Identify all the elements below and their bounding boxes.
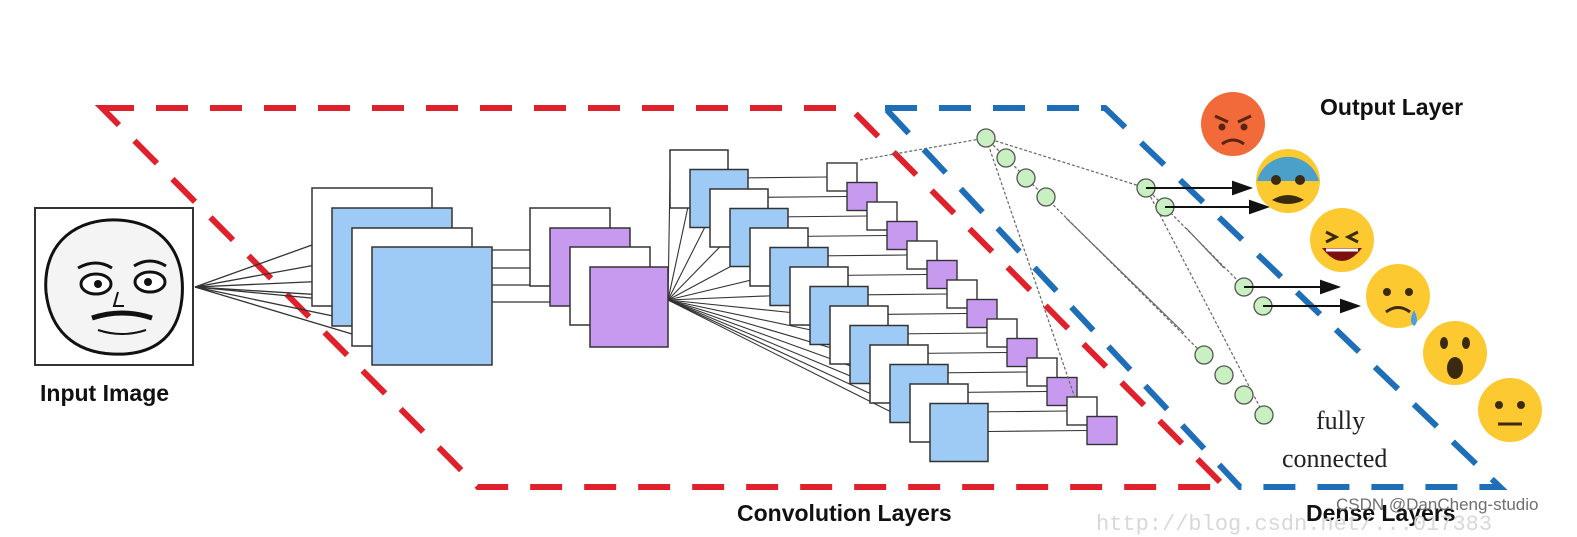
pooled-map — [986, 318, 1018, 348]
fearful-face-icon — [1256, 149, 1320, 213]
fc-line — [1145, 187, 1245, 288]
dense-layers-label: Dense Layers — [1306, 500, 1456, 526]
fc-line — [985, 137, 1076, 399]
neuron — [1036, 187, 1056, 207]
fc-line — [1065, 217, 1185, 334]
pooled-map — [846, 181, 878, 212]
neuron — [1194, 345, 1214, 365]
fan-line — [667, 216, 711, 301]
neuron — [1016, 168, 1036, 188]
neuron — [1254, 405, 1274, 425]
map-link — [987, 429, 1088, 433]
pool-feature-maps — [529, 207, 669, 348]
fully-connected-label-line1: fully — [1316, 406, 1366, 435]
input-image — [34, 207, 194, 366]
crying-face-icon — [1366, 264, 1430, 328]
fan-line — [667, 299, 931, 432]
convolution-region-border — [94, 105, 1233, 490]
fc-line — [985, 137, 1147, 189]
fan-line — [667, 197, 691, 301]
neuron — [1234, 385, 1254, 405]
output-arrows — [1146, 180, 1362, 314]
convolution-layers-label: Convolution Layers — [737, 500, 952, 526]
fc-line — [1145, 187, 1265, 416]
conv2-cascade — [669, 149, 1118, 463]
output-emojis — [1201, 92, 1542, 442]
dense-region-border — [878, 105, 1508, 490]
fc-line — [859, 137, 987, 161]
fully-connected-label-line2: connected — [1282, 444, 1388, 473]
url-watermark: http://blog.csdn.net/...017383 — [1096, 512, 1493, 537]
pooled-map — [1086, 415, 1118, 446]
neutral-face-icon — [1478, 378, 1542, 442]
input-image-label: Input Image — [40, 380, 170, 406]
neuron — [1214, 365, 1234, 385]
neuron — [996, 148, 1016, 168]
conv2-feature-map — [929, 402, 989, 463]
fc-line — [1185, 227, 1225, 269]
csdn-watermark: CSDN @DanCheng-studio — [1336, 495, 1539, 514]
angry-face-icon — [1201, 92, 1265, 156]
neuron — [976, 128, 996, 148]
pool-to-conv2-connections — [667, 177, 931, 432]
fan-line — [667, 299, 831, 335]
fan-line — [667, 299, 811, 316]
output-layer-label: Output Layer — [1320, 94, 1464, 120]
surprised-face-icon — [1423, 321, 1487, 385]
conv1-feature-maps — [311, 187, 493, 366]
grinning-face-icon — [1310, 208, 1374, 272]
